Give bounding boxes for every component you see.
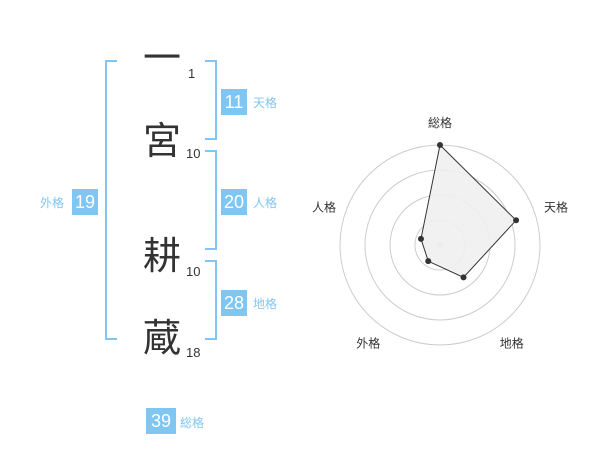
radar-axis-label: 総格 — [428, 115, 452, 130]
jinkaku-label: 人格 — [253, 196, 278, 210]
chikaku-label: 地格 — [253, 297, 278, 311]
stroke-count-3: 10 — [186, 264, 201, 279]
radar-series-area — [420, 143, 517, 278]
name-char-1: 一 — [143, 36, 182, 80]
radar-point-1 — [437, 142, 443, 148]
radar-point-5 — [417, 235, 424, 242]
radar-axis-label: 人格 — [312, 199, 336, 214]
radar-axis-label: 天格 — [544, 199, 568, 214]
jinkaku-bracket — [205, 150, 217, 250]
radar-axis-label: 外格 — [356, 336, 380, 351]
radar-point-2 — [513, 217, 520, 224]
name-char-2: 宮 — [143, 119, 182, 163]
chikaku-bracket — [205, 260, 217, 340]
radar-axis-label: 地格 — [500, 336, 524, 351]
soukaku-badge: 39 — [146, 408, 176, 434]
stroke-count-4: 18 — [186, 345, 201, 360]
radar-point-4 — [425, 258, 432, 265]
stroke-count-1: 1 — [188, 66, 196, 81]
name-char-3: 耕 — [143, 234, 182, 278]
gaikaku-label: 外格 — [40, 196, 65, 210]
gaikaku-badge: 19 — [72, 189, 98, 215]
chikaku-badge: 28 — [221, 290, 247, 316]
tenkaku-label: 天格 — [253, 96, 278, 110]
radar-point-3 — [460, 274, 467, 281]
jinkaku-badge: 20 — [221, 189, 247, 215]
gaikaku-bracket — [105, 60, 117, 340]
soukaku-label: 総格 — [180, 416, 205, 430]
stroke-count-2: 10 — [186, 146, 201, 161]
name-char-4: 蔵 — [143, 316, 182, 360]
tenkaku-bracket — [205, 60, 217, 140]
tenkaku-badge: 11 — [221, 89, 247, 115]
